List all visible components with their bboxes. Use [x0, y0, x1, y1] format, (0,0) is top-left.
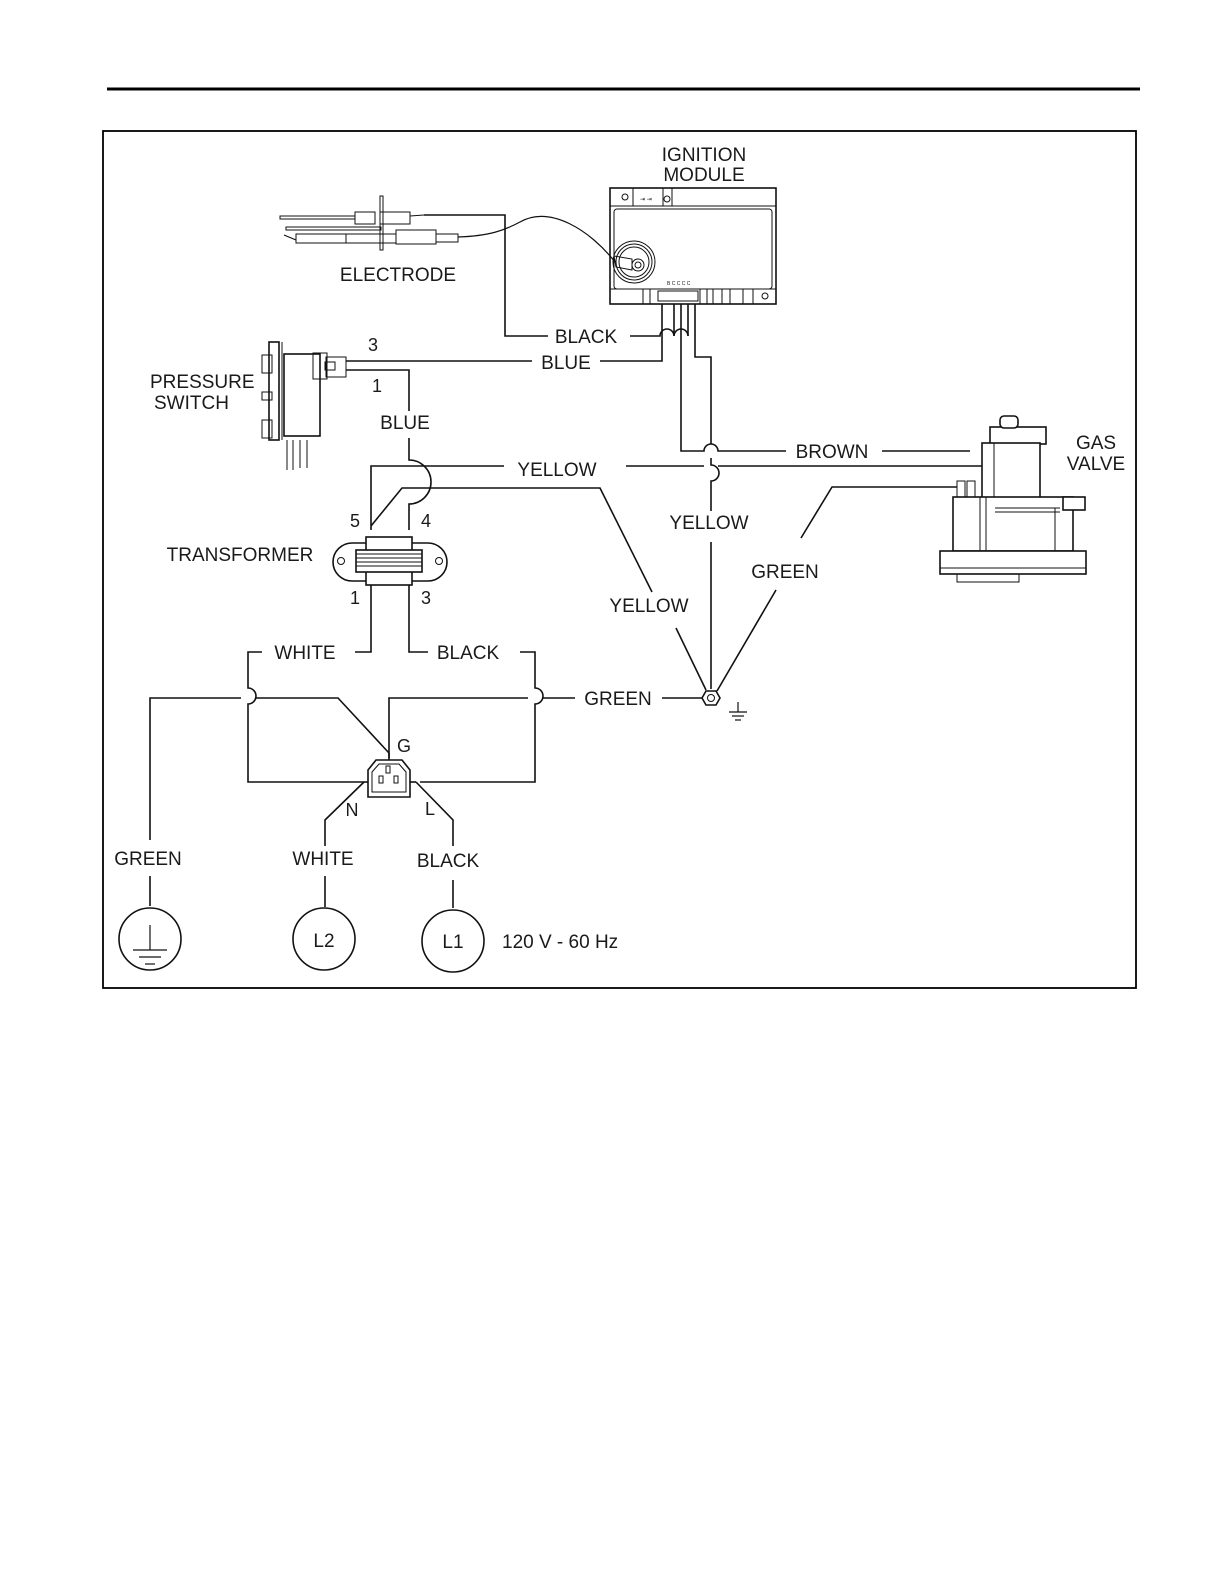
wire-valve-green-a — [801, 487, 957, 538]
wire-label-transformer-white: WHITE — [274, 643, 335, 664]
wire-label-green-valve: GREEN — [751, 562, 819, 583]
wire-label-supply-white: WHITE — [292, 849, 353, 870]
wire-label-supply-green: GREEN — [114, 849, 182, 870]
pressure-pin-1: 1 — [372, 376, 382, 396]
svg-text:B C C C C: B C C C C — [667, 281, 691, 287]
supply-l2-label: L2 — [313, 931, 334, 952]
ignition-module-label-2: MODULE — [663, 165, 744, 186]
gas-valve-label-2: VALVE — [1067, 454, 1125, 475]
wire-label-yellow-diag: YELLOW — [609, 596, 688, 617]
wire-transformer-yellow-top-a — [371, 466, 504, 530]
transformer-pin-1: 1 — [350, 588, 360, 608]
ground-icon — [133, 925, 167, 964]
wire-label-yellow-top: YELLOW — [517, 460, 596, 481]
inlet-pin-l: L — [425, 799, 435, 819]
supply-l2-terminal: L2 — [293, 908, 355, 970]
wire-label-supply-black: BLACK — [417, 851, 480, 872]
pressure-switch-label-2: SWITCH — [154, 393, 229, 414]
wire-module-yellow-vertical-a — [695, 304, 719, 511]
transformer-pin-5: 5 — [350, 511, 360, 531]
wire-label-blue-down: BLUE — [380, 413, 430, 434]
power-inlet: G N L — [346, 736, 436, 820]
supply-l1-label: L1 — [442, 932, 463, 953]
chassis-ground-icon — [729, 702, 747, 720]
wire-inlet-green-a — [389, 698, 575, 758]
inlet-pin-n: N — [346, 800, 359, 820]
wire-transformer-white-b — [248, 652, 364, 782]
wire-module-brown-a — [681, 304, 786, 451]
inlet-pin-g: G — [397, 736, 411, 756]
supply-ground-terminal — [119, 908, 181, 970]
electrode-label: ELECTRODE — [340, 265, 456, 286]
ground-lug — [702, 691, 747, 720]
electrode: ELECTRODE — [280, 196, 458, 286]
ignition-module-label-1: IGNITION — [662, 145, 746, 166]
transformer-label: TRANSFORMER — [167, 545, 314, 566]
wire-label-electrode-black: BLACK — [555, 327, 618, 348]
pressure-switch-label-1: PRESSURE — [150, 372, 255, 393]
supply-rating: 120 V - 60 Hz — [502, 932, 618, 953]
wire-transformer-yellow-diag-b — [676, 628, 706, 690]
wire-label-transformer-black: BLACK — [437, 643, 500, 664]
wire-black-crossing — [630, 329, 688, 336]
wire-transformer-black-b — [420, 652, 543, 782]
pressure-pin-3: 3 — [368, 335, 378, 355]
ignition-module: IGNITION MODULE ⇥ ⇥ B C C C C — [610, 145, 776, 304]
spark-cable — [458, 217, 615, 262]
wire-label-inlet-green: GREEN — [584, 689, 652, 710]
gas-valve: GAS VALVE — [940, 416, 1125, 582]
wire-valve-green-b — [717, 590, 776, 691]
svg-text:⇥ ⇥: ⇥ ⇥ — [640, 197, 652, 203]
gas-valve-label-1: GAS — [1076, 433, 1116, 454]
transformer-pin-3: 3 — [421, 588, 431, 608]
transformer: TRANSFORMER 5 4 1 3 — [167, 511, 447, 608]
pressure-switch: PRESSURE SWITCH 3 1 — [150, 335, 382, 470]
transformer-pin-4: 4 — [421, 511, 431, 531]
supply-l1-terminal: L1 — [422, 910, 484, 972]
wire-label-yellow-vertical: YELLOW — [669, 513, 748, 534]
wire-label-brown: BROWN — [796, 442, 869, 463]
wire-label-blue-top: BLUE — [541, 353, 591, 374]
